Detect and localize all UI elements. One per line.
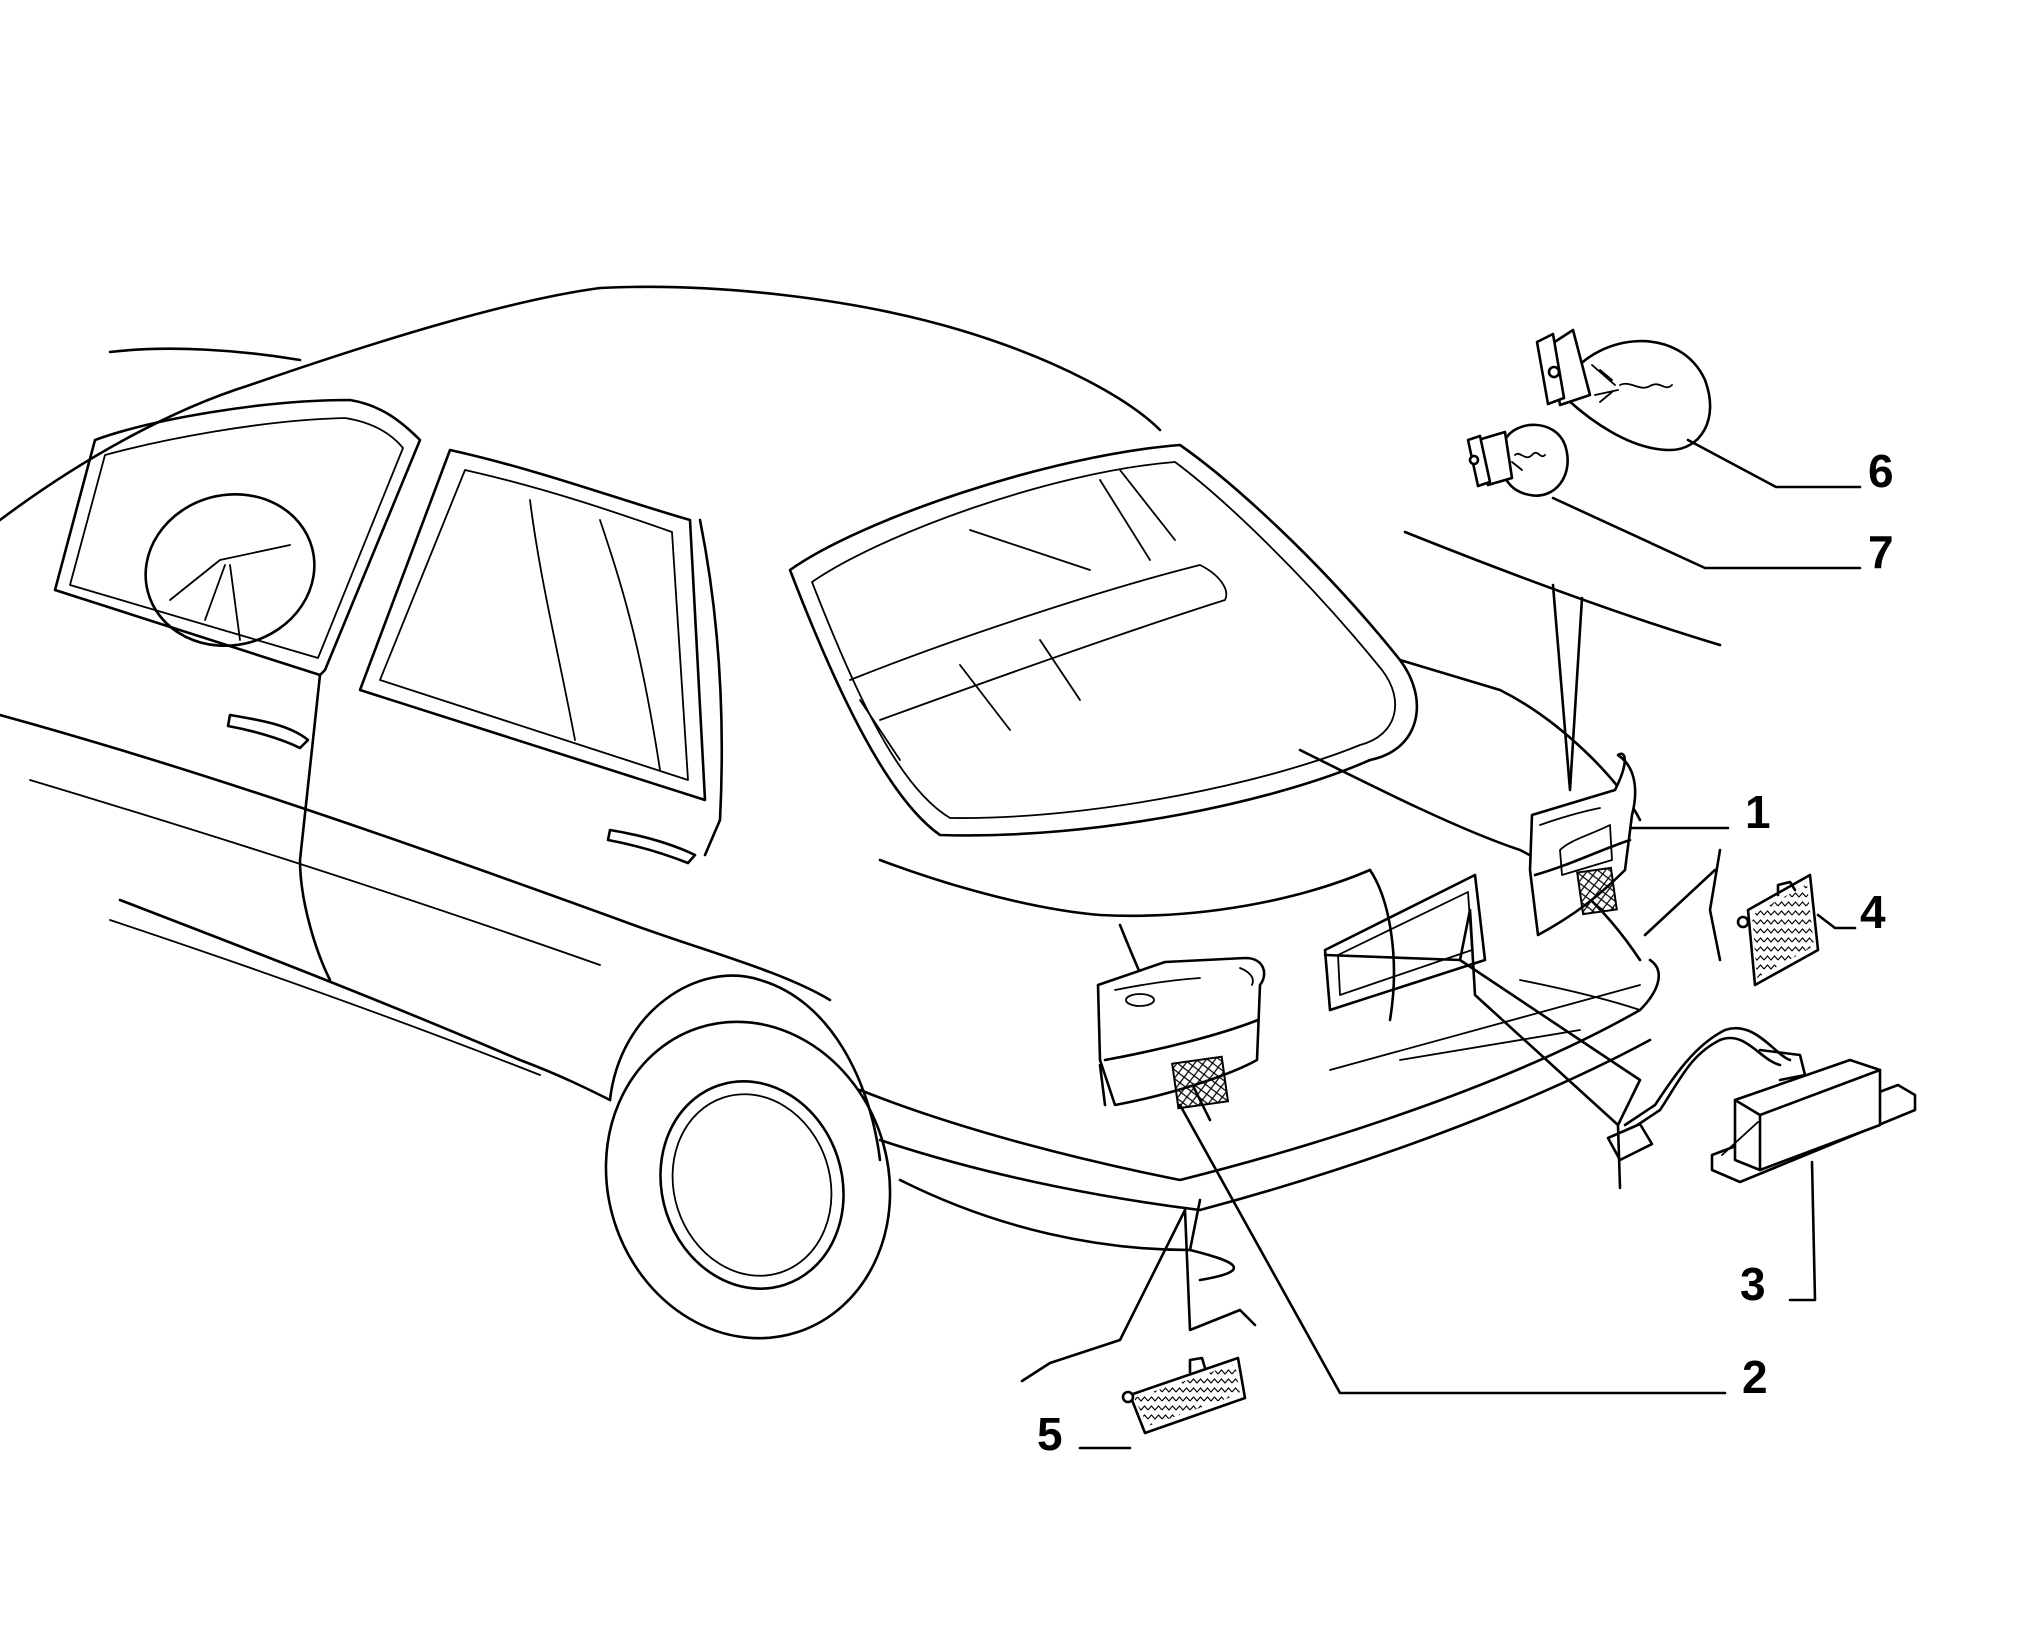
right-tail-light-icon	[1528, 752, 1637, 937]
callout-2: 2	[1742, 1351, 1768, 1403]
left-tail-light-icon	[1096, 956, 1266, 1110]
leader-lines	[1020, 438, 1862, 1450]
callout-5: 5	[1037, 1408, 1063, 1460]
large-bulb-icon	[1535, 328, 1712, 452]
callout-4: 4	[1860, 886, 1886, 938]
callout-7: 7	[1868, 526, 1894, 578]
callout-1: 1	[1745, 786, 1771, 838]
small-bulb-icon	[1466, 423, 1569, 497]
right-reflector-icon	[1736, 873, 1820, 987]
license-plate-lamp-icon	[1606, 1026, 1917, 1184]
car-illustration	[0, 285, 1722, 1340]
callout-6: 6	[1868, 445, 1894, 497]
callout-3: 3	[1740, 1258, 1766, 1310]
left-reflector-icon	[1121, 1356, 1247, 1435]
callout-labels: 1 2 3 4 5 6 7	[1037, 445, 1894, 1460]
